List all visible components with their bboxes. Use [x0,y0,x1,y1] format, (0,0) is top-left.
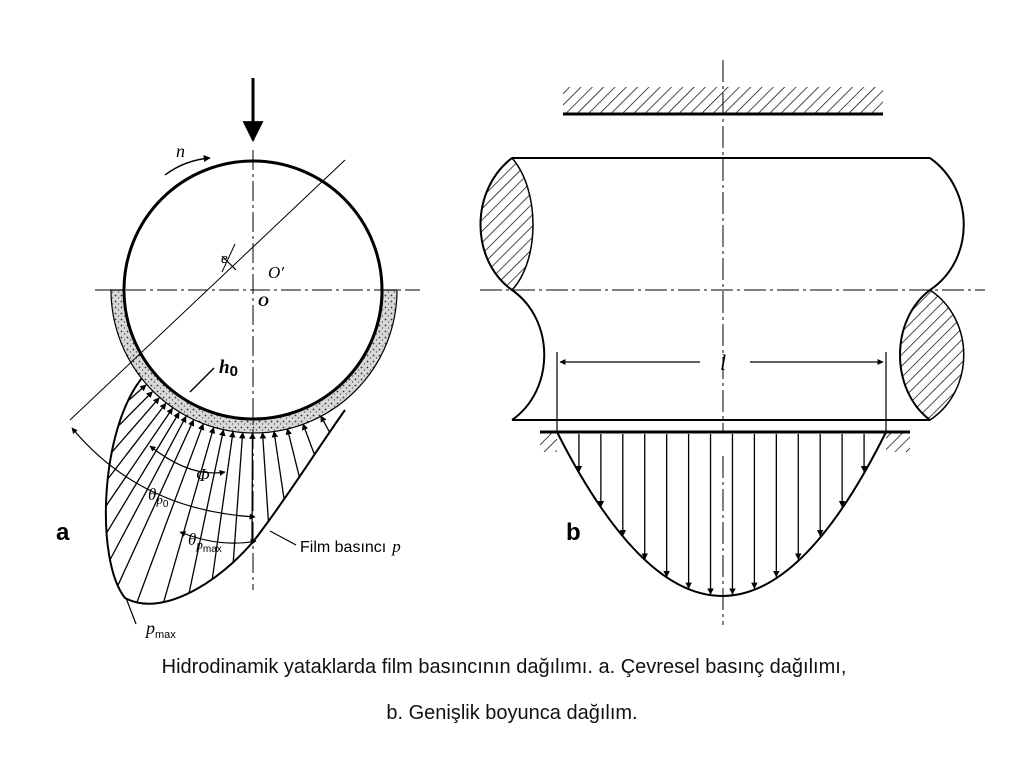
shaft-left-section-hatch [479,156,534,291]
rotation-arrow [164,155,211,176]
pressure-arrow [320,415,331,433]
panel-b-axial-diagram: l b [479,60,985,625]
rotation-label: n [176,141,185,161]
line-of-centers [69,159,346,421]
length-label: l [720,350,726,375]
pressure-arrow [211,430,236,580]
theta-pmax-label: θpmax [188,530,222,555]
pressure-arrow [302,423,316,455]
pressure-arrow [117,391,153,427]
phi-angle-arc [149,445,226,476]
eccentricity-label: e [221,251,228,267]
shaft-right-section-hatch [899,289,965,421]
axial-pressure-curve [556,431,887,597]
offset-center-label: O′ [268,263,284,282]
axial-pressure-arrows [575,434,868,595]
panel-a-label: a [56,519,70,546]
film-pressure-leader [269,530,297,546]
pressure-arrow [127,384,147,402]
bottom-wall-gap [557,433,886,455]
pressure-arrow [259,432,270,522]
pressure-arrow [107,402,167,480]
theta-pmax-angle-arc [179,531,257,545]
panel-b-label: b [566,519,581,546]
pmax-label: pmax [144,618,176,641]
eccentricity-mark [221,255,237,271]
theta-p0-label: θp0 [148,485,169,510]
pressure-arrow [285,428,301,478]
pmax-leader [125,597,137,625]
figure-caption-line-2: b. Genişlik boyunca dağılım. [386,702,638,724]
figure-caption-line-1: Hidrodinamik yataklarda film basıncının … [161,656,847,678]
min-film-label: h0 [219,357,238,380]
center-label: O [258,294,269,310]
eccentricity-mark [221,243,236,273]
phi-label: Φ [196,465,210,485]
min-film-leader [189,367,215,393]
theta-p0-angle-arc [71,427,256,520]
pressure-arrow [271,430,285,500]
